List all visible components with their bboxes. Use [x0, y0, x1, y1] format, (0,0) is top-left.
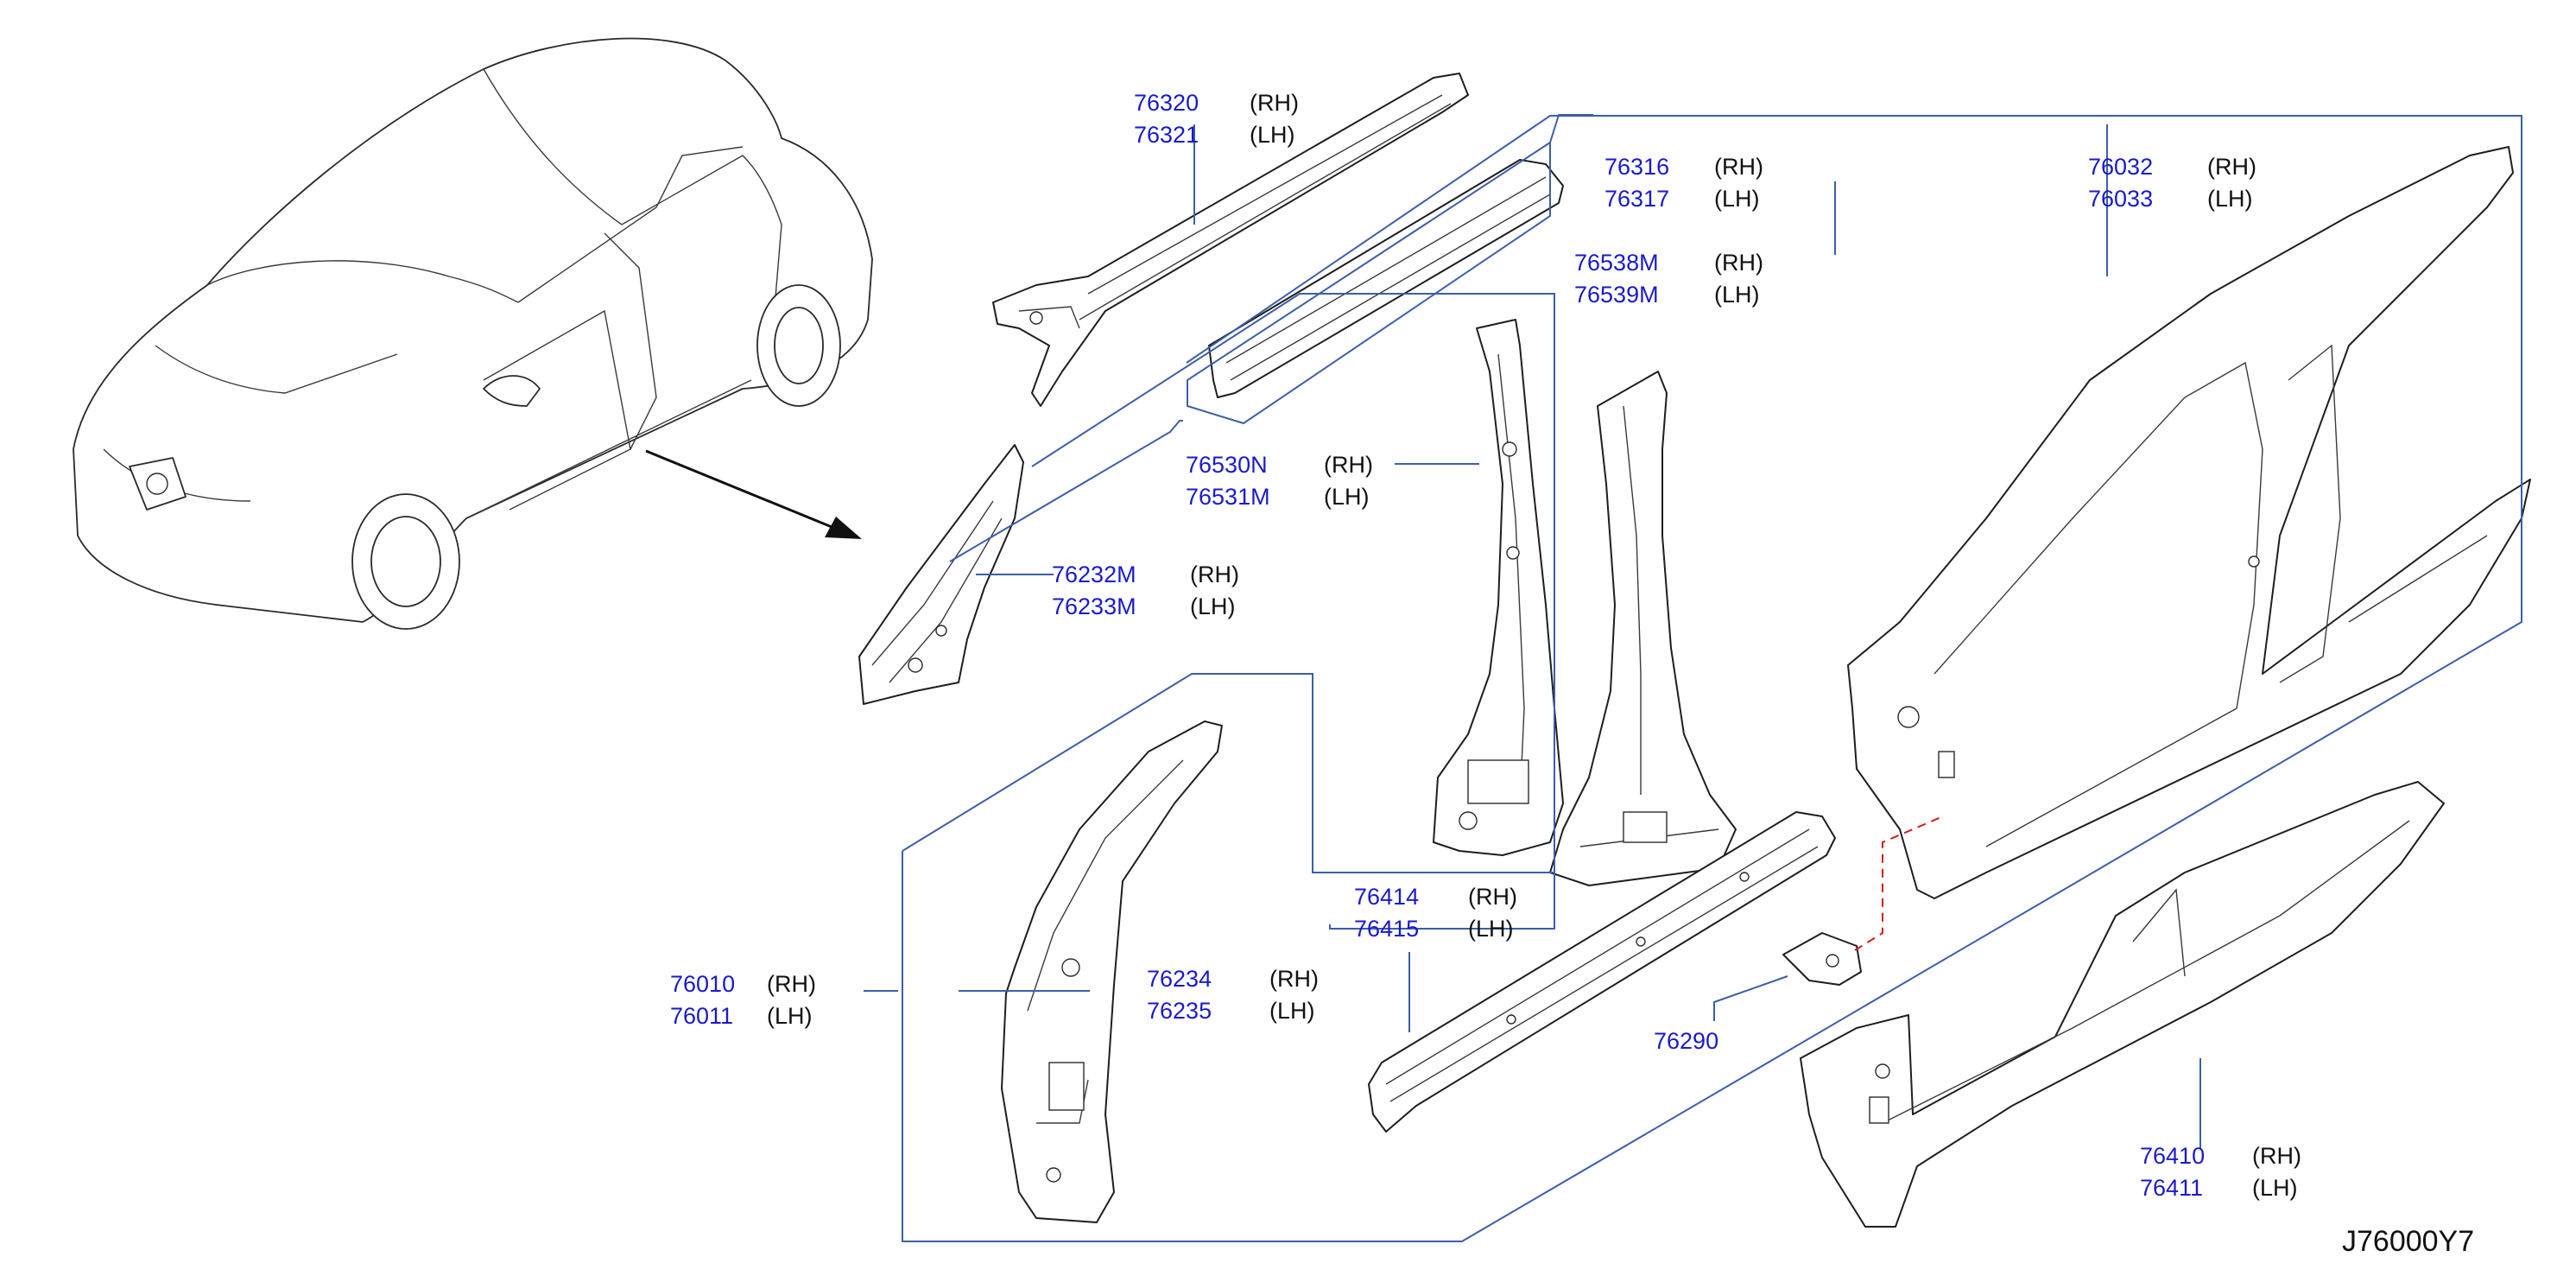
part-center-pillar-reinforce[interactable]	[1433, 319, 1564, 856]
part-number-76235[interactable]: 76235	[1147, 998, 1212, 1024]
side-label: (LH)	[1714, 282, 1760, 308]
part-front-pillar-upper[interactable]	[858, 444, 1024, 705]
part-number-76011[interactable]: 76011	[670, 1003, 734, 1029]
part-bracket[interactable]	[1782, 932, 1862, 986]
side-label: (RH)	[1714, 154, 1763, 180]
side-label: (LH)	[1324, 484, 1370, 510]
side-label: (LH)	[767, 1003, 813, 1029]
side-label: (RH)	[1714, 250, 1763, 276]
part-body-side-outer[interactable]	[1847, 146, 2531, 899]
part-number-76316[interactable]: 76316	[1604, 154, 1670, 180]
part-number-76415[interactable]: 76415	[1354, 916, 1420, 942]
side-label: (LH)	[1269, 998, 1315, 1024]
part-roof-rail-inner[interactable]	[1208, 159, 1564, 398]
part-front-pillar-inner[interactable]	[1001, 720, 1223, 1223]
pointer-arrow	[645, 449, 862, 539]
side-label: (RH)	[1468, 884, 1517, 910]
side-label: (RH)	[2252, 1143, 2301, 1169]
diagram-code: J76000Y7	[2342, 1225, 2475, 1258]
side-label: (LH)	[1190, 593, 1236, 619]
side-label: (RH)	[767, 971, 816, 997]
side-label: (RH)	[2207, 154, 2256, 180]
part-number-76032[interactable]: 76032	[2088, 154, 2154, 180]
part-number-76321[interactable]: 76321	[1134, 122, 1199, 148]
side-label: (LH)	[2252, 1175, 2298, 1201]
part-center-pillar-inner[interactable]	[1549, 371, 1737, 886]
side-label: (RH)	[1324, 452, 1373, 478]
part-number-76414[interactable]: 76414	[1354, 884, 1420, 910]
part-sill-inner[interactable]	[1368, 811, 1836, 1133]
part-number-76233M[interactable]: 76233M	[1052, 593, 1136, 619]
part-number-76033[interactable]: 76033	[2088, 186, 2154, 212]
part-number-76010[interactable]: 76010	[670, 971, 736, 997]
side-label: (RH)	[1250, 90, 1299, 116]
side-label: (LH)	[2207, 186, 2253, 212]
side-label: (RH)	[1190, 562, 1239, 587]
part-number-76320[interactable]: 76320	[1134, 90, 1199, 116]
part-number-76234[interactable]: 76234	[1147, 966, 1212, 992]
side-label: (LH)	[1714, 186, 1760, 212]
part-sill-outer[interactable]	[1800, 781, 2445, 1228]
part-number-76531M[interactable]: 76531M	[1186, 484, 1270, 510]
part-number-76539M[interactable]: 76539M	[1574, 282, 1659, 308]
leader-lines	[864, 114, 2522, 1242]
part-number-76410[interactable]: 76410	[2140, 1143, 2206, 1169]
part-number-76290[interactable]: 76290	[1654, 1028, 1719, 1054]
side-label: (RH)	[1269, 966, 1319, 992]
part-number-76530N[interactable]: 76530N	[1186, 452, 1268, 478]
part-number-76232M[interactable]: 76232M	[1052, 562, 1136, 587]
part-number-76538M[interactable]: 76538M	[1574, 250, 1659, 276]
side-label: (LH)	[1468, 916, 1514, 942]
vehicle-overview-drawing	[73, 37, 873, 630]
part-number-76317[interactable]: 76317	[1604, 186, 1670, 212]
part-roof-rail-outer[interactable]	[992, 73, 1469, 407]
part-number-76411[interactable]: 76411	[2140, 1175, 2204, 1201]
dashed-connector	[1854, 816, 1944, 951]
side-label: (LH)	[1250, 122, 1295, 148]
